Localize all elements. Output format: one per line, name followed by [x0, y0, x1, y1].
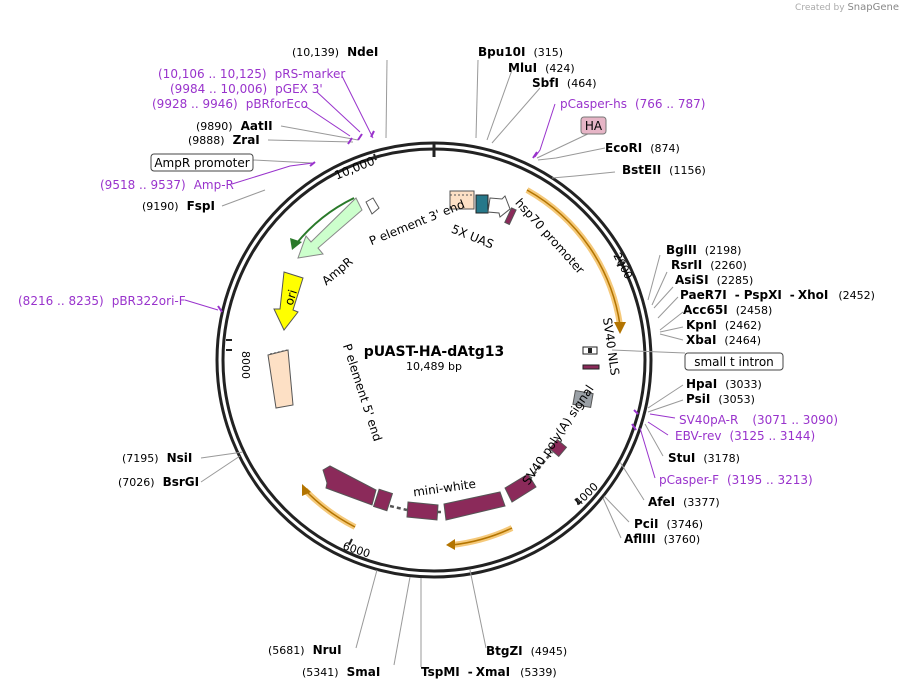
small-t-intron-box [684, 352, 784, 371]
ha-box [580, 116, 607, 135]
small-t-intron-line [611, 349, 686, 354]
enzyme-lines [200, 59, 684, 667]
label-mini-white: mini-white [412, 477, 476, 500]
enzyme-bsteii: BstEII(1156) [622, 163, 706, 177]
snapgene-brand: Created by SnapGene [795, 2, 899, 13]
enzyme-bglii: BglII(2198) [666, 243, 741, 257]
enzyme-fspi: (9190)FspI [142, 199, 215, 213]
enzyme-afliii: AflIII(3760) [624, 532, 700, 546]
primer-pcasper-hs: pCasper-hs(766 .. 787) [560, 97, 705, 111]
ha-label: HA [585, 119, 603, 133]
enzyme-ndei: (10,139)NdeI [292, 45, 378, 59]
plasmid-size: 10,489 bp [406, 360, 462, 373]
orange-arc-1-head [614, 322, 626, 334]
ampr-promoter-line [252, 159, 313, 164]
enzyme-stui: StuI(3178) [668, 451, 740, 465]
primer-pgex3: (9984 .. 10,006)pGEX 3' [170, 82, 323, 96]
orange-arc-2 [451, 525, 514, 548]
plasmid-name: pUAST-HA-dAtg13 [364, 344, 505, 360]
mini-white-exons [322, 438, 568, 521]
enzyme-zrai: (9888)ZraI [188, 133, 260, 147]
enzyme-nrui: (5681)NruI [268, 643, 342, 657]
primer-lines [184, 75, 676, 479]
ampr-promoter-label: AmpR promoter [154, 156, 249, 170]
enzyme-ecori: EcoRI(874) [605, 141, 680, 155]
label-5x-uas: 5X UAS [449, 222, 495, 252]
sv40-pa-box [572, 389, 594, 409]
enzyme-aatii: (9890)AatII [196, 119, 273, 133]
mini-white-introns [389, 451, 553, 514]
primer-sv40pa-r: SV40pA-R(3071 .. 3090) [679, 413, 838, 427]
label-p3-end: P element 3' end [367, 197, 467, 248]
enzyme-mlui: MluI(424) [508, 61, 575, 75]
enzyme-afei: AfeI(3377) [648, 495, 720, 509]
ampr-promoter-box [150, 153, 254, 172]
enzyme-btgzi: BtgZI(4945) [486, 644, 567, 658]
primer-pbr322ori-f: (8216 .. 8235)pBR322ori-F [18, 294, 186, 308]
ampr-arrow [297, 197, 363, 259]
primer-prs-marker: (10,106 .. 10,125)pRS-marker [158, 67, 345, 81]
primer-ebv-rev: EBV-rev(3125 .. 3144) [675, 429, 815, 443]
p5-end-box [267, 349, 294, 409]
uas-box [475, 194, 489, 214]
enzyme-hpai: HpaI(3033) [686, 377, 762, 391]
label-ampr: AmpR [319, 254, 355, 288]
enzyme-xbai: XbaI(2464) [686, 333, 761, 347]
enzyme-xmai-group: TspMI-XmaI(5339) [421, 665, 557, 679]
small-t-intron-label: small t intron [694, 355, 774, 369]
enzyme-nsii: (7195)NsiI [122, 451, 192, 465]
enzyme-smai: (5341)SmaI [302, 665, 380, 679]
enzyme-pcii: PciI(3746) [634, 517, 703, 531]
primer-pcasper-f: pCasper-F(3195 .. 3213) [659, 473, 813, 487]
ori-arrow [273, 271, 304, 331]
enzyme-acc65i: Acc65I(2458) [683, 303, 772, 317]
hsp70-arrow [487, 195, 511, 218]
enzyme-psii: PsiI(3053) [686, 392, 755, 406]
primer-pbrforeco: (9928 .. 9946)pBRforEco [152, 97, 308, 111]
enzyme-xhoi-group: PaeR7I-PspXI-XhoI(2452) [680, 288, 875, 302]
enzyme-rsrii: RsrII(2260) [671, 258, 747, 272]
enzyme-bsrgi: (7026)BsrGI [118, 475, 199, 489]
enzyme-asisi: AsiSI(2285) [675, 273, 753, 287]
sv40-nls-mark [582, 364, 600, 370]
label-ori: ori [282, 288, 300, 307]
enzyme-sbfi: SbfI(464) [532, 76, 597, 90]
tick-label-8000: 8000 [239, 351, 252, 379]
ampr-prom-arrow [365, 197, 380, 215]
primer-marks [217, 130, 639, 431]
tick-label-2000: 2000 [610, 251, 635, 282]
ha-line [536, 131, 593, 159]
label-sv40-pa: SV40 poly(A) signal [519, 382, 596, 487]
ring-ticks [226, 153, 625, 546]
primer-amp-r: (9518 .. 9537)Amp-R [100, 178, 234, 192]
enzyme-kpni: KpnI(2462) [686, 318, 761, 332]
hsp70-mark [504, 207, 517, 226]
enzyme-bpu10i: Bpu10I(315) [478, 45, 563, 59]
